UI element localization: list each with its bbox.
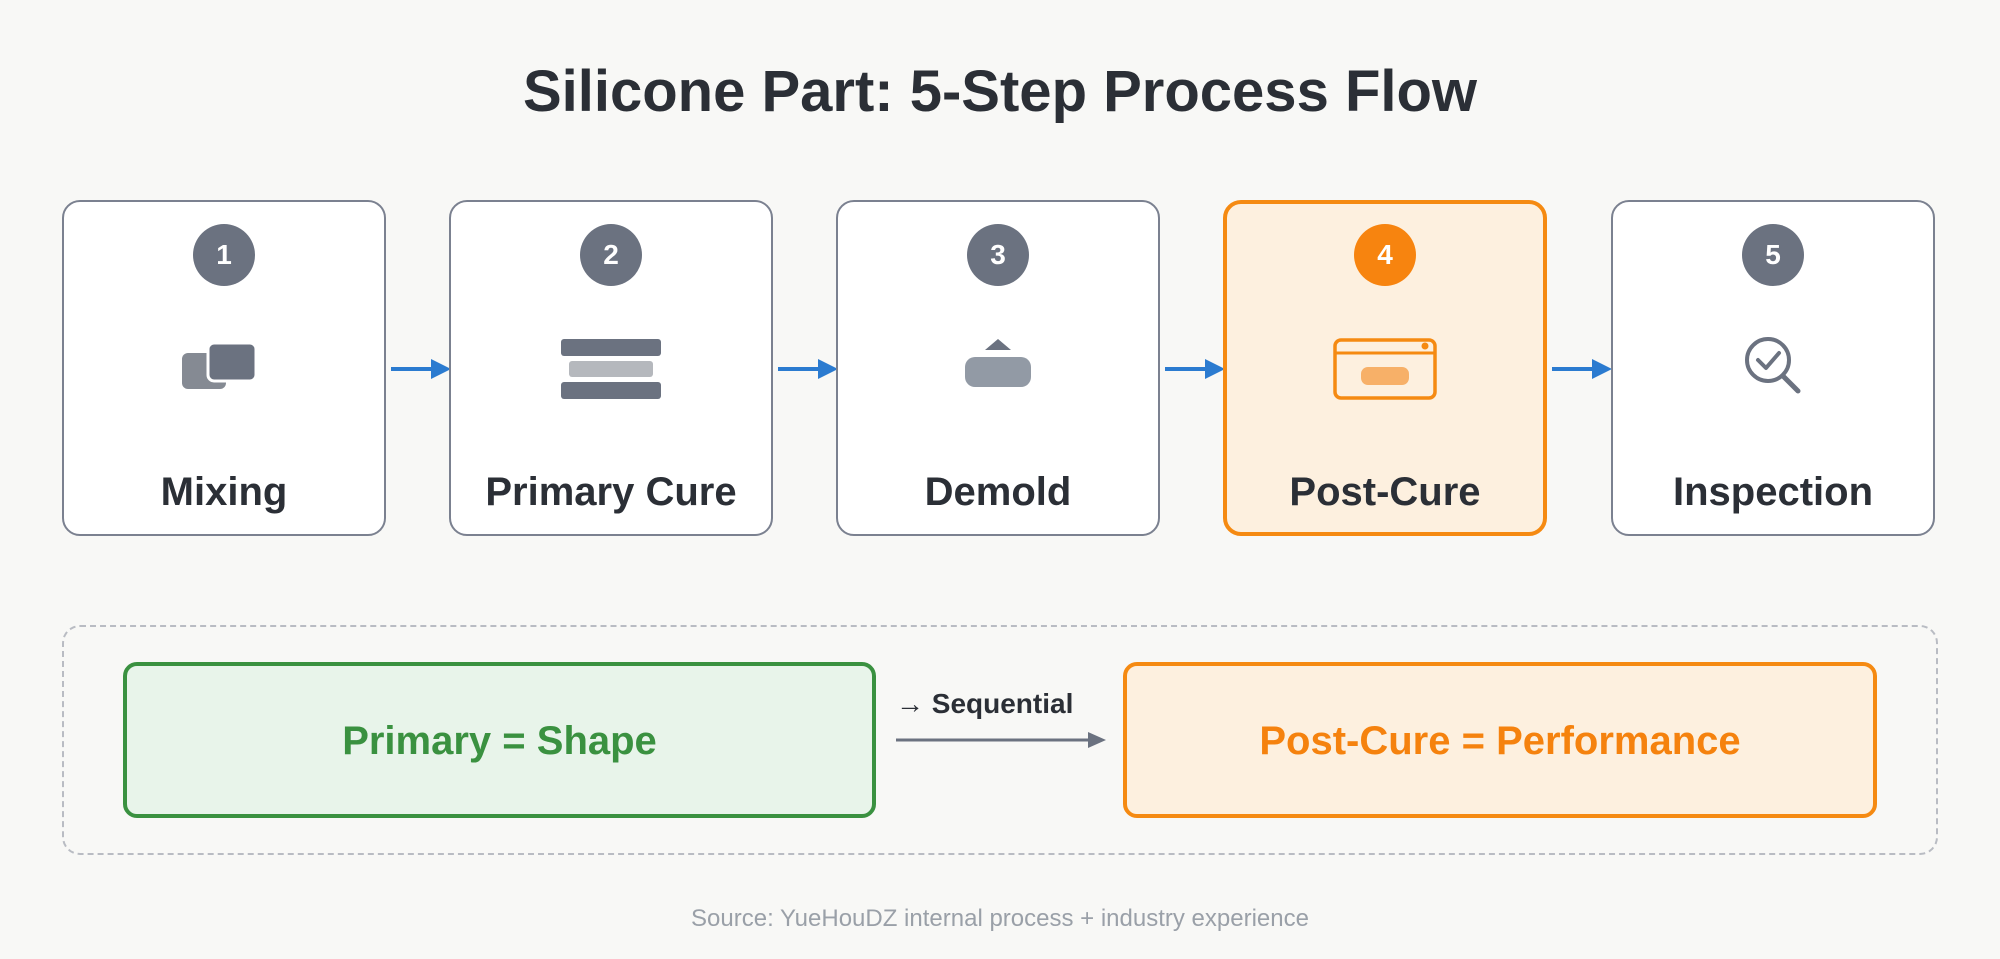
step-card-inspection: 5 Inspection (1611, 200, 1935, 536)
post-cure-performance-box: Post-Cure = Performance (1123, 662, 1877, 818)
step-label: Inspection (1672, 470, 1874, 514)
step-number-badge: 3 (967, 224, 1029, 286)
source-note: Source: YueHouDZ internal process + indu… (691, 905, 1309, 932)
step-card-primary-cure: 2 Primary Cure (449, 200, 773, 536)
step-label: Primary Cure (485, 470, 737, 514)
step-card-post-cure: 4 Post-Cure (1223, 200, 1547, 536)
primary-shape-box: Primary = Shape (123, 662, 876, 818)
step-number-badge: 1 (193, 224, 255, 286)
step-number-badge: 5 (1742, 224, 1804, 286)
sequential-arrow (896, 732, 1106, 748)
flow-arrow-1-2 (391, 359, 451, 379)
layered-bars-icon (561, 339, 661, 399)
step-card-demold: 3 Demold (836, 200, 1160, 536)
diagram-title: Silicone Part: 5-Step Process Flow (522, 59, 1478, 124)
magnifier-check-icon (1745, 337, 1801, 394)
flow-arrow-2-3 (778, 359, 838, 379)
step-label: Post-Cure (1289, 470, 1481, 514)
step-number-badge: 4 (1354, 224, 1416, 286)
step-card-mixing: 1 Mixing (62, 200, 386, 536)
step-label: Mixing (160, 470, 288, 514)
mixing-blocks-icon (182, 341, 258, 389)
summary-panel (62, 625, 1938, 855)
flow-arrow-4-5 (1552, 359, 1612, 379)
flow-arrow-3-4 (1165, 359, 1225, 379)
step-label: Demold (924, 470, 1072, 514)
demold-part-icon (965, 339, 1031, 387)
step-number-badge: 2 (580, 224, 642, 286)
oven-icon (1333, 338, 1437, 400)
sequential-label: → Sequential (896, 688, 1074, 719)
